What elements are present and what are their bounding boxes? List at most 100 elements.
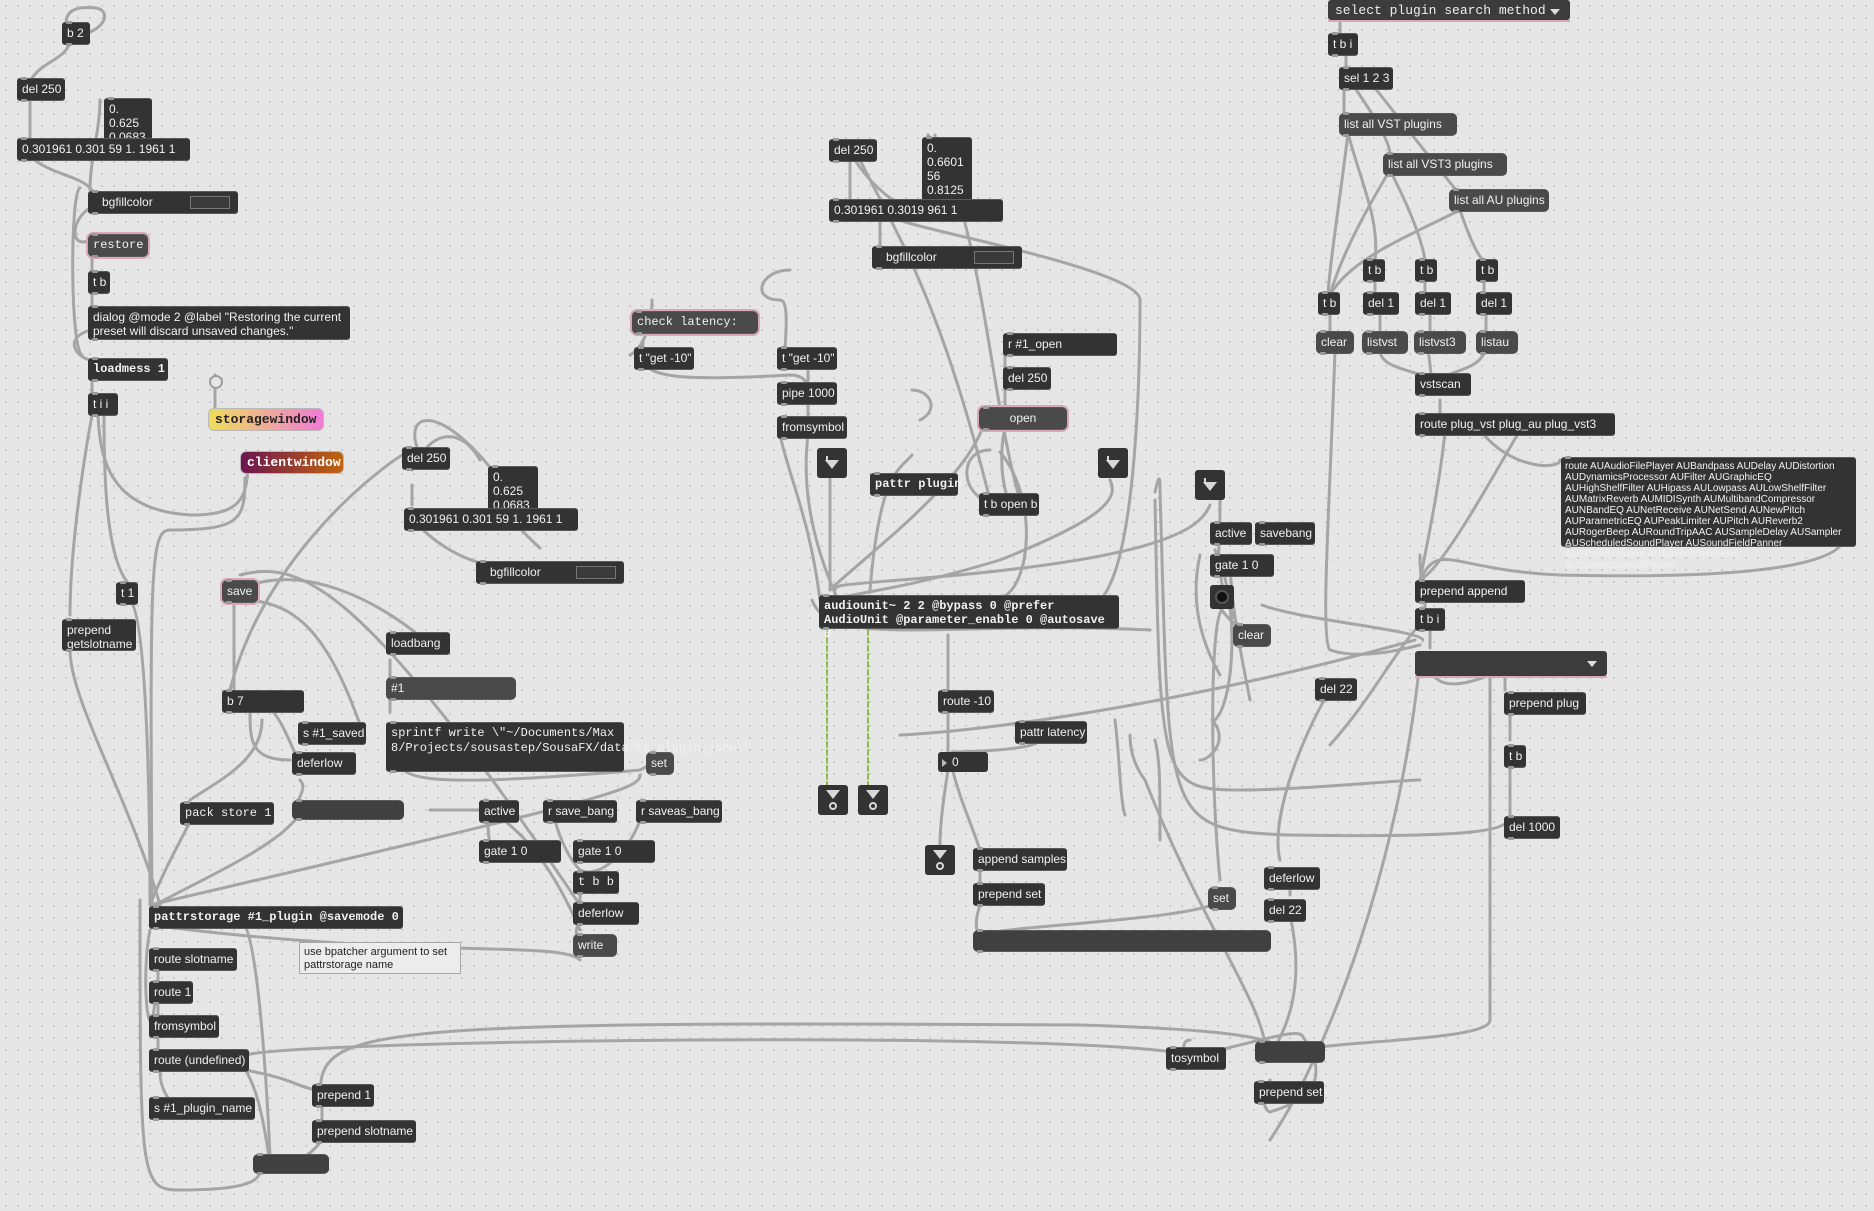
vstscan-object[interactable]: vstscan [1415,372,1471,397]
list-au-message[interactable]: list all AU plugins [1449,188,1549,213]
tget-object-1[interactable]: t "get -10" [634,346,694,371]
bang-button[interactable] [1210,585,1234,609]
tbi-object[interactable]: t b i [1328,32,1358,57]
b2-object[interactable]: b 2 [62,21,90,46]
del250-mid-object[interactable]: del 250 [402,446,450,471]
prepend-set-audio-object[interactable]: prepend set [973,882,1045,907]
del250-object[interactable]: del 250 [17,77,65,102]
savebang-object[interactable]: savebang [1255,521,1315,546]
color-swatch-mid[interactable] [576,566,616,579]
outlet-3[interactable] [925,845,955,875]
clear-right-message[interactable]: clear [1233,623,1271,648]
slotname-message-box[interactable] [253,1153,329,1175]
prepend-set-right-object[interactable]: prepend set [1254,1080,1324,1105]
filename-message-box[interactable] [292,799,404,821]
inlet-2[interactable] [1098,448,1128,478]
write-message[interactable]: write [573,933,617,958]
del22-right-object[interactable]: del 22 [1264,898,1306,923]
append-samples-object[interactable]: append samples [973,847,1067,872]
pack-store-object[interactable]: pack store 1 [180,801,274,826]
tb-object-4[interactable]: t b [1476,258,1498,283]
loadbang-object[interactable]: loadbang [386,631,450,656]
tb-open-b-object[interactable]: t b open b [979,492,1039,517]
r-open-object[interactable]: r #1_open [1003,332,1117,357]
t1-object[interactable]: t 1 [116,581,138,606]
active-right-object[interactable]: active [1210,521,1252,546]
b7-object[interactable]: b 7 [222,689,304,714]
sel-object[interactable]: sel 1 2 3 [1339,66,1393,91]
tbi-right-object[interactable]: t b i [1415,607,1445,632]
route-minus10-object[interactable]: route -10 [938,689,994,714]
latency-number-box[interactable]: 0 [938,752,988,772]
plugin-name-message-box[interactable] [1255,1040,1325,1064]
tb-right-object[interactable]: t b [1504,744,1526,769]
tb-object-3[interactable]: t b [1415,258,1437,283]
plugin-umenu[interactable] [1415,651,1607,678]
prepend1-object[interactable]: prepend 1 [312,1083,374,1108]
route-slotname-object[interactable]: route slotname [149,947,237,972]
prepend-append-object[interactable]: prepend append [1415,579,1525,604]
tii-object[interactable]: t i i [88,392,118,417]
gate-right-object[interactable]: gate 1 0 [1210,553,1274,578]
list-vst3-message[interactable]: list all VST3 plugins [1383,152,1507,177]
open-message[interactable]: open [979,406,1067,431]
del1-object-c[interactable]: del 1 [1476,291,1512,316]
save-message[interactable]: save [222,579,258,604]
tosymbol-object[interactable]: tosymbol [1166,1046,1226,1071]
s-plugin-name-object[interactable]: s #1_plugin_name [149,1096,255,1121]
audiounit-object[interactable]: audiounit~ 2 2 @bypass 0 @prefer AudioUn… [819,594,1119,641]
check-latency-message[interactable]: check latency: [632,310,758,335]
prepend-plug-object[interactable]: prepend plug [1504,691,1586,716]
inlet-3[interactable] [1195,470,1225,500]
bgfillcolor-audio[interactable]: bgfillcolor [872,245,1022,270]
route-plug-object[interactable]: route plug_vst plug_au plug_vst3 [1415,412,1615,437]
search-method-umenu[interactable]: select plugin search method [1328,0,1570,22]
fromsymbol-object[interactable]: fromsymbol [149,1014,219,1039]
gate-object-2[interactable]: gate 1 0 [573,839,655,864]
del1-object-b[interactable]: del 1 [1415,291,1451,316]
latency-message-box[interactable] [973,929,1271,953]
s-saved-object[interactable]: s #1_saved [298,721,366,746]
tb-object[interactable]: t b [88,270,110,295]
deferlow-object[interactable]: deferlow [292,751,356,776]
del1000-object[interactable]: del 1000 [1504,815,1560,840]
restore-message[interactable]: restore [88,233,148,258]
storagewindow-message[interactable]: storagewindow [208,408,324,431]
r-saveas-bang-object[interactable]: r saveas_bang [636,799,722,824]
pipe-object[interactable]: pipe 1000 [777,381,837,406]
del250-open-object[interactable]: del 250 [1003,366,1051,391]
pattr-plugin-object[interactable]: pattr plugin [870,472,961,497]
color-swatch-audio[interactable] [974,251,1014,264]
fromsymbol-audio-object[interactable]: fromsymbol [777,415,847,440]
deferlow-right-object[interactable]: deferlow [1264,866,1320,891]
set-message[interactable]: set [646,751,674,776]
prepend-slotname-object[interactable]: prepend slotname [312,1119,416,1144]
loadbang-button[interactable] [209,375,223,389]
sprintf-object[interactable]: sprintf write \"~/Documents/Max 8/Projec… [386,721,751,773]
gate-object-1[interactable]: gate 1 0 [479,839,561,864]
deferlow-object-2[interactable]: deferlow [573,901,639,926]
bgfillcolor-attr[interactable]: bgfillcolor [88,190,238,215]
pattr-latency-object[interactable]: pattr latency [1015,720,1087,745]
pattrstorage-object[interactable]: pattrstorage #1_plugin @savemode 0 [149,905,403,930]
tget-object-2[interactable]: t "get -10" [777,346,837,371]
del1-object-a[interactable]: del 1 [1363,291,1399,316]
active-object[interactable]: active [479,799,519,824]
clientwindow-message[interactable]: clientwindow [240,451,344,474]
tb-object-1[interactable]: t b [1318,291,1340,316]
r-save-bang-object[interactable]: r save_bang [543,799,617,824]
del250-audio-object[interactable]: del 250 [829,138,877,163]
outlet-1[interactable] [818,785,848,815]
color-list-message[interactable]: 0.301961 0.301 59 1. 1961 1 [17,137,190,162]
listvst3-message[interactable]: listvst3 [1414,330,1466,355]
color-list-audio[interactable]: 0.301961 0.3019 961 1 [829,198,1003,223]
inlet-1[interactable] [817,448,847,478]
tb-object-2[interactable]: t b [1363,258,1385,283]
dialog-object[interactable]: dialog @mode 2 @label "Restoring the cur… [88,305,350,341]
tbbb-object[interactable]: t b b [573,870,619,895]
route-au-object[interactable]: route AUAudioFilePlayer AUBandpass AUDel… [1561,456,1856,571]
set-right-message[interactable]: set [1208,886,1236,911]
clear-message[interactable]: clear [1316,330,1354,355]
bgfillcolor-mid[interactable]: bgfillcolor [476,560,624,585]
listvst-message[interactable]: listvst [1362,330,1408,355]
